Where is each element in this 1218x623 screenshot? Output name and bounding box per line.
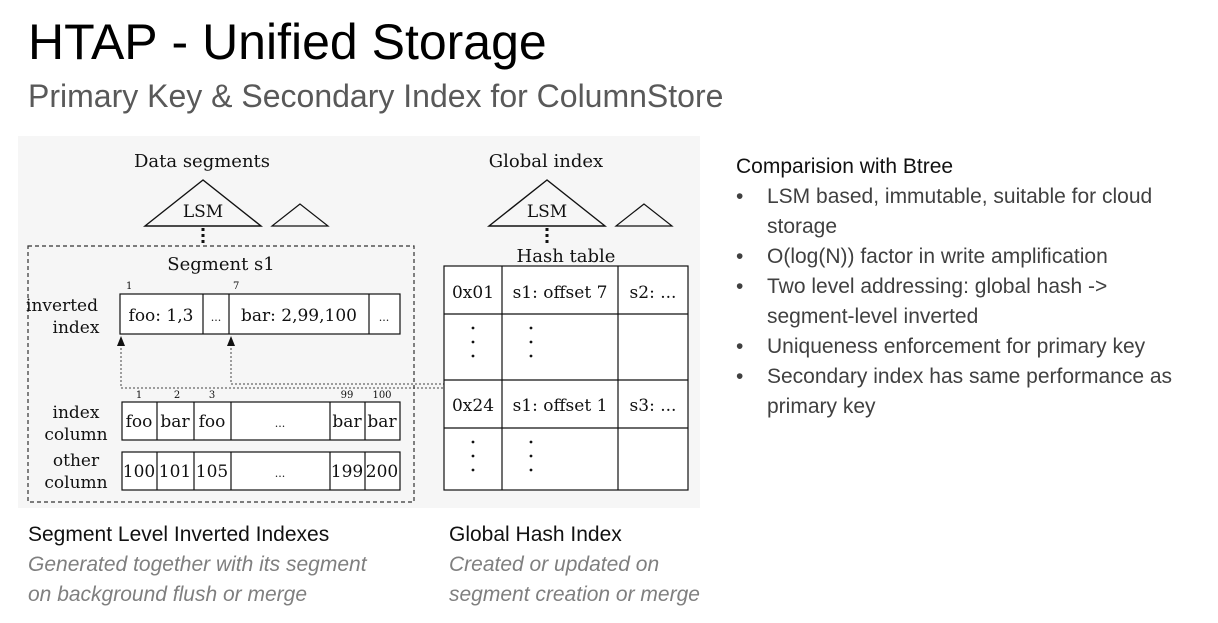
- segment-s1-box: [27, 245, 415, 503]
- comparison-item-line: Uniqueness enforcement for primary key: [767, 335, 1146, 358]
- storage-diagram: Data segments LSM Segment s1 inverted in…: [18, 136, 700, 508]
- hash-continuation-dots: [471, 326, 533, 472]
- index-value-2: bar: [160, 412, 190, 432]
- index-value-100: bar: [367, 412, 397, 432]
- arrowhead-offset-1: [117, 336, 125, 346]
- title-main: HTAP: [28, 14, 158, 70]
- global-index-label: Global index: [489, 151, 603, 172]
- other-column-label-line2: column: [44, 473, 107, 493]
- slide-subtitle: Primary Key & Secondary Index for Column…: [28, 78, 724, 114]
- inverted-position-1: 1: [126, 281, 132, 292]
- index-value-1: foo: [126, 412, 153, 432]
- hash-table-label: Hash table: [517, 246, 616, 267]
- hash-entry-1: s1: offset 7: [513, 283, 608, 303]
- other-value-100: 200: [366, 462, 398, 482]
- lsm-label-left: LSM: [183, 202, 223, 222]
- comparison-item: • Uniqueness enforcement for primary key: [736, 332, 1206, 362]
- title-rest: - Unified Storage: [157, 14, 547, 70]
- hash-other-1: s2: ...: [630, 283, 677, 303]
- comparison-list: • LSM based, immutable, suitable for clo…: [736, 182, 1206, 422]
- small-tree-shape-left: [270, 203, 330, 227]
- caption-hash-heading: Global Hash Index: [449, 523, 622, 546]
- caption-hash-desc-2: segment creation or merge: [449, 583, 700, 606]
- inverted-position-7: 7: [233, 281, 239, 292]
- caption-inverted-indexes: Segment Level Inverted Indexes Generated…: [28, 520, 367, 610]
- comparison-panel: Comparision with Btree • LSM based, immu…: [736, 152, 1206, 422]
- bullet-icon: •: [736, 275, 744, 298]
- data-segments-label: Data segments: [134, 151, 270, 172]
- caption-inverted-heading: Segment Level Inverted Indexes: [28, 523, 330, 546]
- hash-key-2: 0x24: [452, 396, 494, 416]
- storage-diagram-svg: Data segments LSM Segment s1 inverted in…: [26, 151, 689, 503]
- small-tree-shape-right: [614, 203, 674, 227]
- slide-title: HTAP - Unified Storage: [28, 12, 547, 72]
- row-position-100: 100: [372, 390, 391, 401]
- comparison-heading: Comparision with Btree: [736, 155, 954, 178]
- bullet-icon: •: [736, 185, 744, 208]
- comparison-item: • Secondary index has same performance a…: [736, 362, 1206, 422]
- caption-hash-desc-1: Created or updated on: [449, 553, 660, 576]
- inverted-cell-ellipsis-1: ...: [211, 311, 222, 324]
- caption-inverted-desc-2: on background flush or merge: [28, 583, 307, 606]
- index-value-3: foo: [199, 412, 226, 432]
- comparison-item-line: Two level addressing: global hash ->: [767, 275, 1108, 298]
- comparison-item-line: segment-level inverted: [767, 305, 979, 328]
- comparison-item-line: primary key: [767, 395, 876, 418]
- inverted-cell-ellipsis-2: ...: [379, 311, 390, 324]
- lsm-label-right: LSM: [527, 202, 567, 222]
- hash-table: [443, 265, 689, 491]
- comparison-item: • Two level addressing: global hash -> s…: [736, 272, 1206, 332]
- hash-other-2: s3: ...: [630, 396, 677, 416]
- other-value-3: 105: [196, 462, 228, 482]
- inverted-index-label-line1: inverted: [26, 296, 98, 316]
- segment-s1-label: Segment s1: [167, 254, 274, 275]
- inverted-index-label-line2: index: [53, 318, 100, 338]
- bullet-icon: •: [736, 365, 744, 388]
- other-value-2: 101: [159, 462, 191, 482]
- other-column-row: [121, 451, 401, 491]
- comparison-item: • LSM based, immutable, suitable for clo…: [736, 182, 1206, 242]
- index-value-99: bar: [332, 412, 362, 432]
- index-column-label-line1: index: [53, 403, 100, 423]
- other-value-ellipsis: ...: [275, 467, 286, 480]
- comparison-item-line: Secondary index has same performance as: [767, 365, 1173, 388]
- inverted-index-row: [119, 293, 401, 335]
- caption-global-hash: Global Hash Index Created or updated on …: [449, 520, 700, 610]
- hash-key-1: 0x01: [452, 283, 494, 303]
- caption-inverted-desc-1: Generated together with its segment: [28, 553, 367, 576]
- lsm-tree-shape-right: [486, 179, 608, 227]
- arrowhead-offset-7: [227, 336, 235, 346]
- lsm-tree-shape-left: [142, 179, 264, 227]
- index-column-label-line2: column: [44, 425, 107, 445]
- row-position-1: 1: [136, 390, 142, 401]
- bullet-icon: •: [736, 245, 744, 268]
- row-position-99: 99: [341, 390, 354, 401]
- other-value-99: 199: [331, 462, 363, 482]
- row-position-2: 2: [174, 390, 180, 401]
- hash-entry-2: s1: offset 1: [513, 396, 608, 416]
- index-value-ellipsis: ...: [275, 417, 286, 430]
- comparison-item: • O(log(N)) factor in write amplificatio…: [736, 242, 1206, 272]
- comparison-item-line: O(log(N)) factor in write amplification: [767, 245, 1108, 268]
- row-position-3: 3: [209, 390, 215, 401]
- bullet-icon: •: [736, 335, 744, 358]
- comparison-item-line: storage: [767, 215, 838, 238]
- inverted-cell-foo: foo: 1,3: [129, 306, 194, 326]
- other-value-1: 100: [123, 462, 155, 482]
- inverted-cell-bar: bar: 2,99,100: [241, 306, 357, 326]
- index-column-row: [121, 401, 401, 441]
- other-column-label-line1: other: [53, 451, 100, 471]
- comparison-item-line: LSM based, immutable, suitable for cloud: [767, 185, 1153, 208]
